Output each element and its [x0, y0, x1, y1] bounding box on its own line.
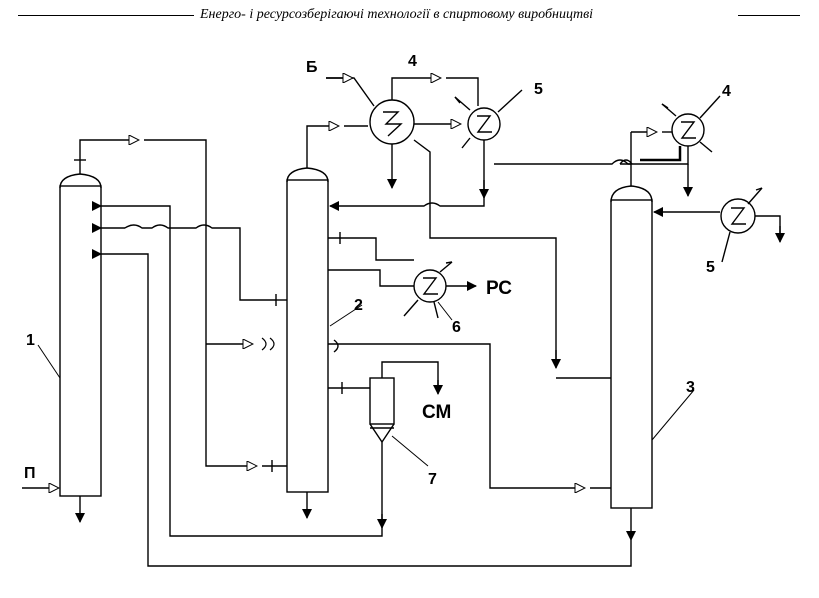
label-product-rs: РС — [486, 278, 512, 299]
header-rule-right — [738, 15, 800, 16]
label-cooler-5a: 5 — [534, 81, 543, 98]
label-column-2: 2 — [354, 297, 363, 314]
label-cooler-5b: 5 — [706, 259, 715, 276]
cooler-5-main — [454, 89, 523, 149]
condenser-4-col3 — [661, 95, 721, 153]
header-rule-left — [18, 15, 194, 16]
label-condenser-4a: 4 — [408, 53, 417, 70]
cooler-6 — [403, 261, 453, 319]
cooler-5-col3 — [720, 187, 763, 263]
feed-b-line — [326, 77, 375, 107]
column-1 — [59, 159, 102, 497]
label-separator-7: 7 — [428, 471, 437, 488]
separator-7 — [369, 377, 395, 444]
column-3 — [610, 185, 653, 509]
col2-vapor-line — [306, 126, 330, 168]
page-header-title: Енерго- і ресурсозберігаючі технології в… — [200, 7, 594, 22]
label-feed-b: Б — [306, 59, 318, 76]
col1-vapor-line — [79, 140, 130, 160]
condenser-4-main — [369, 99, 415, 145]
label-condenser-4b: 4 — [722, 83, 731, 100]
label-cooler-6: 6 — [452, 319, 461, 336]
label-column-1: 1 — [26, 332, 35, 349]
label-column-3: 3 — [686, 379, 695, 396]
column-2 — [286, 167, 329, 493]
label-product-sm: СМ — [422, 402, 451, 423]
label-feed-p: П — [24, 465, 36, 482]
